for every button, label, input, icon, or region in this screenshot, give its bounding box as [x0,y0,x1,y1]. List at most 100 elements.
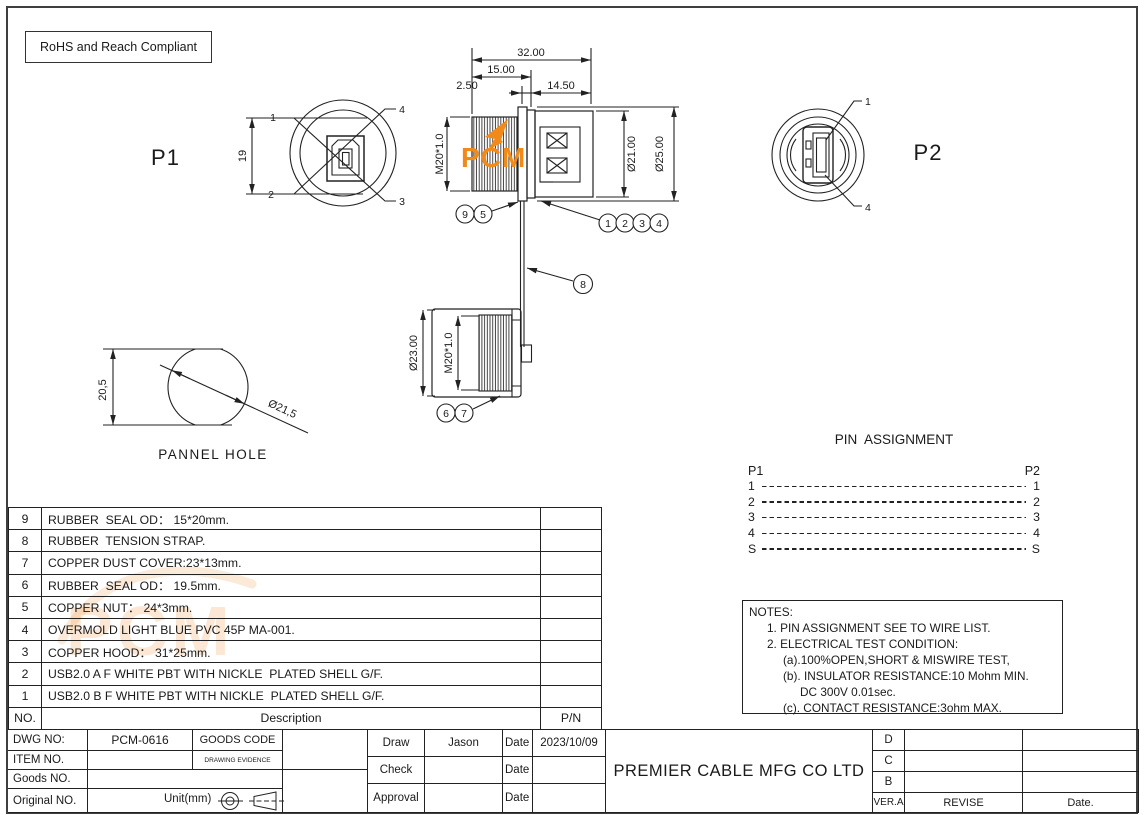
original-no-label: Original NO. [8,789,88,813]
watermark-logo: PCM [461,119,526,173]
part-no: 3 [8,640,42,664]
projection-cone-icon [249,791,286,811]
part-pn [540,684,602,708]
check-label: Check [368,757,425,784]
pin-wire-line [762,532,1026,535]
side-view [444,48,679,363]
pin-right: 3 [1033,510,1040,525]
part-description: RUBBER TENSION STRAP. [41,529,541,553]
part-pn [540,529,602,553]
header-pn: P/N [540,706,602,730]
revise-label: REVISE [905,793,1023,813]
notes-box: NOTES: 1. PIN ASSIGNMENT SEE TO WIRE LIS… [742,600,1063,715]
part-description: COPPER HOOD： 31*25mm. [41,640,541,664]
view-label-p2: P2 [913,140,943,165]
ver-label: VER.A [873,793,905,813]
cover-dim-thread: M20*1.0 [443,333,455,374]
p1-front-view [246,99,397,207]
p1-callout-4: 4 [399,104,405,116]
check-name [425,757,503,784]
rev-b: B [873,772,905,793]
approval-name [425,784,503,813]
pin-wire-line [762,548,1026,550]
p2-front-view [771,100,865,207]
pin-left: 1 [748,478,755,493]
part-pn [540,506,602,531]
side-dim-thread: M20*1.0 [434,134,446,175]
pin-row: 4 4 [748,525,1040,541]
revise-cell [905,751,1023,772]
pin-row: 2 2 [748,494,1040,510]
part-no: 7 [8,551,42,575]
revise-date-cell [1023,751,1139,772]
balloon-5: 5 [480,209,486,221]
p2-callout-4: 4 [865,202,871,214]
approval-label: Approval [368,784,425,813]
pin-assignment: PIN ASSIGNMENT P1 P2 1 1 2 2 3 3 4 4 S [748,432,1040,556]
panel-hole-dim-flat: 20,5 [97,379,109,400]
draw-date-label: Date [503,730,533,757]
note-line: 1. PIN ASSIGNMENT SEE TO WIRE LIST. [767,621,991,635]
goods-no-value [88,770,283,789]
check-date-label: Date [503,757,533,784]
note-line: 2. ELECTRICAL TEST CONDITION: [767,637,959,651]
part-no: 5 [8,595,42,619]
draw-label: Draw [368,730,425,757]
pin-wire-line [762,485,1026,487]
note-line: (c). CONTACT RESISTANCE:3ohm MAX. [783,701,1002,715]
pin-left: 2 [748,494,755,509]
balloon-7: 7 [461,408,467,420]
unit-label: Unit(mm) [164,793,212,805]
view-label-p1: P1 [151,145,180,170]
part-pn [540,595,602,619]
part-pn [540,551,602,575]
p1-callout-2: 2 [268,189,274,201]
part-description: RUBBER SEAL OD： 19.5mm. [41,573,541,597]
p1-height-dim: 19 [237,150,249,162]
pin-left: 3 [748,510,755,525]
projection-circle-icon [218,792,243,810]
company-name: PREMIER CABLE MFG CO LTD [606,730,873,813]
side-dim-flange-od: Ø25.00 [654,136,666,172]
item-no-value [88,751,193,770]
pin-left: S [748,541,757,556]
watermark-text-logo: PCM [461,142,526,173]
part-no: 6 [8,573,42,597]
revise-date-label: Date. [1023,793,1139,813]
balloon-9: 9 [462,209,468,221]
goods-no-label: Goods NO. [8,770,88,789]
revise-date-cell [1023,772,1139,793]
balloon-4: 4 [656,218,662,230]
side-dim-body-od: Ø21.00 [626,136,638,172]
empty-cell [283,730,368,770]
goods-code-label: GOODS CODE [193,730,283,751]
note-line: (a).100%OPEN,SHORT & MISWIRE TEST, [783,653,1010,667]
notes-title: NOTES: [749,605,793,619]
pin-row: S S [748,541,1040,557]
callout-balloons [436,204,669,423]
part-pn [540,573,602,597]
part-description: COPPER DUST COVER:23*13mm. [41,551,541,575]
title-block: DWG NO: PCM-0616 GOODS CODE ITEM NO. DRA… [8,729,1139,813]
pin-row: 3 3 [748,509,1040,525]
pin-wire-line [762,501,1026,503]
part-description: RUBBER SEAL OD： 15*20mm. [41,506,541,531]
pin-left: 4 [748,525,755,540]
revise-date-cell [1023,730,1139,751]
rev-d: D [873,730,905,751]
header-no: NO. [8,706,42,730]
balloon-1: 1 [605,218,611,230]
panel-hole-view [103,348,309,434]
note-line: (b). INSULATOR RESISTANCE:10 Mohm MIN. [783,669,1029,683]
panel-hole-label: PANNEL HOLE [158,447,268,462]
rev-c: C [873,751,905,772]
pin-right: 1 [1033,478,1040,493]
draw-name: Jason [425,730,503,757]
balloon-6: 6 [443,408,449,420]
